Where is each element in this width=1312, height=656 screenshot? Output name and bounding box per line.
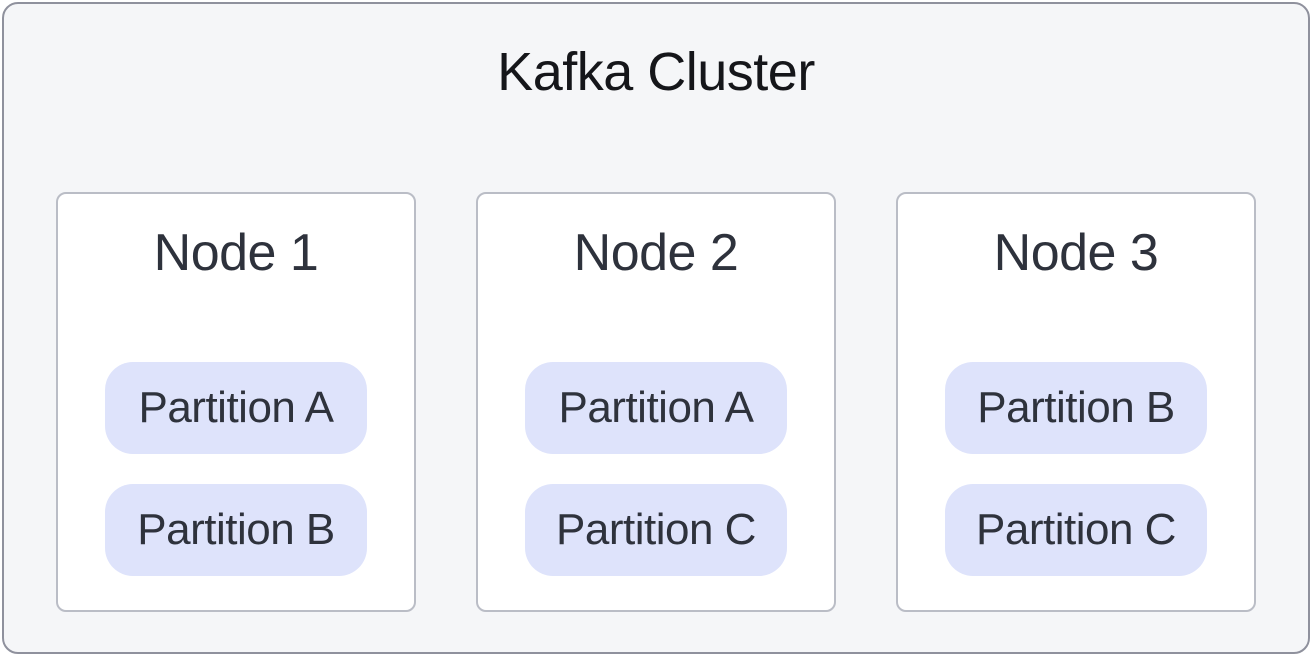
node-2-title: Node 2 (573, 223, 739, 282)
node-card-1: Node 1 Partition A Partition B (56, 191, 416, 612)
partition-pill: Partition A (525, 362, 787, 455)
node-2-partitions: Partition A Partition C (525, 362, 787, 577)
partition-pill: Partition A (105, 362, 367, 455)
node-card-3: Node 3 Partition B Partition C (896, 191, 1256, 612)
partition-pill: Partition B (105, 484, 367, 577)
nodes-row: Node 1 Partition A Partition B Node 2 Pa… (56, 191, 1256, 612)
cluster-title: Kafka Cluster (497, 42, 815, 102)
partition-pill: Partition B (945, 362, 1207, 455)
partition-pill: Partition C (945, 484, 1207, 577)
node-1-partitions: Partition A Partition B (105, 362, 367, 577)
partition-pill: Partition C (525, 484, 787, 577)
node-3-partitions: Partition B Partition C (945, 362, 1207, 577)
node-3-title: Node 3 (993, 223, 1159, 282)
node-1-title: Node 1 (153, 223, 319, 282)
node-card-2: Node 2 Partition A Partition C (476, 191, 836, 612)
